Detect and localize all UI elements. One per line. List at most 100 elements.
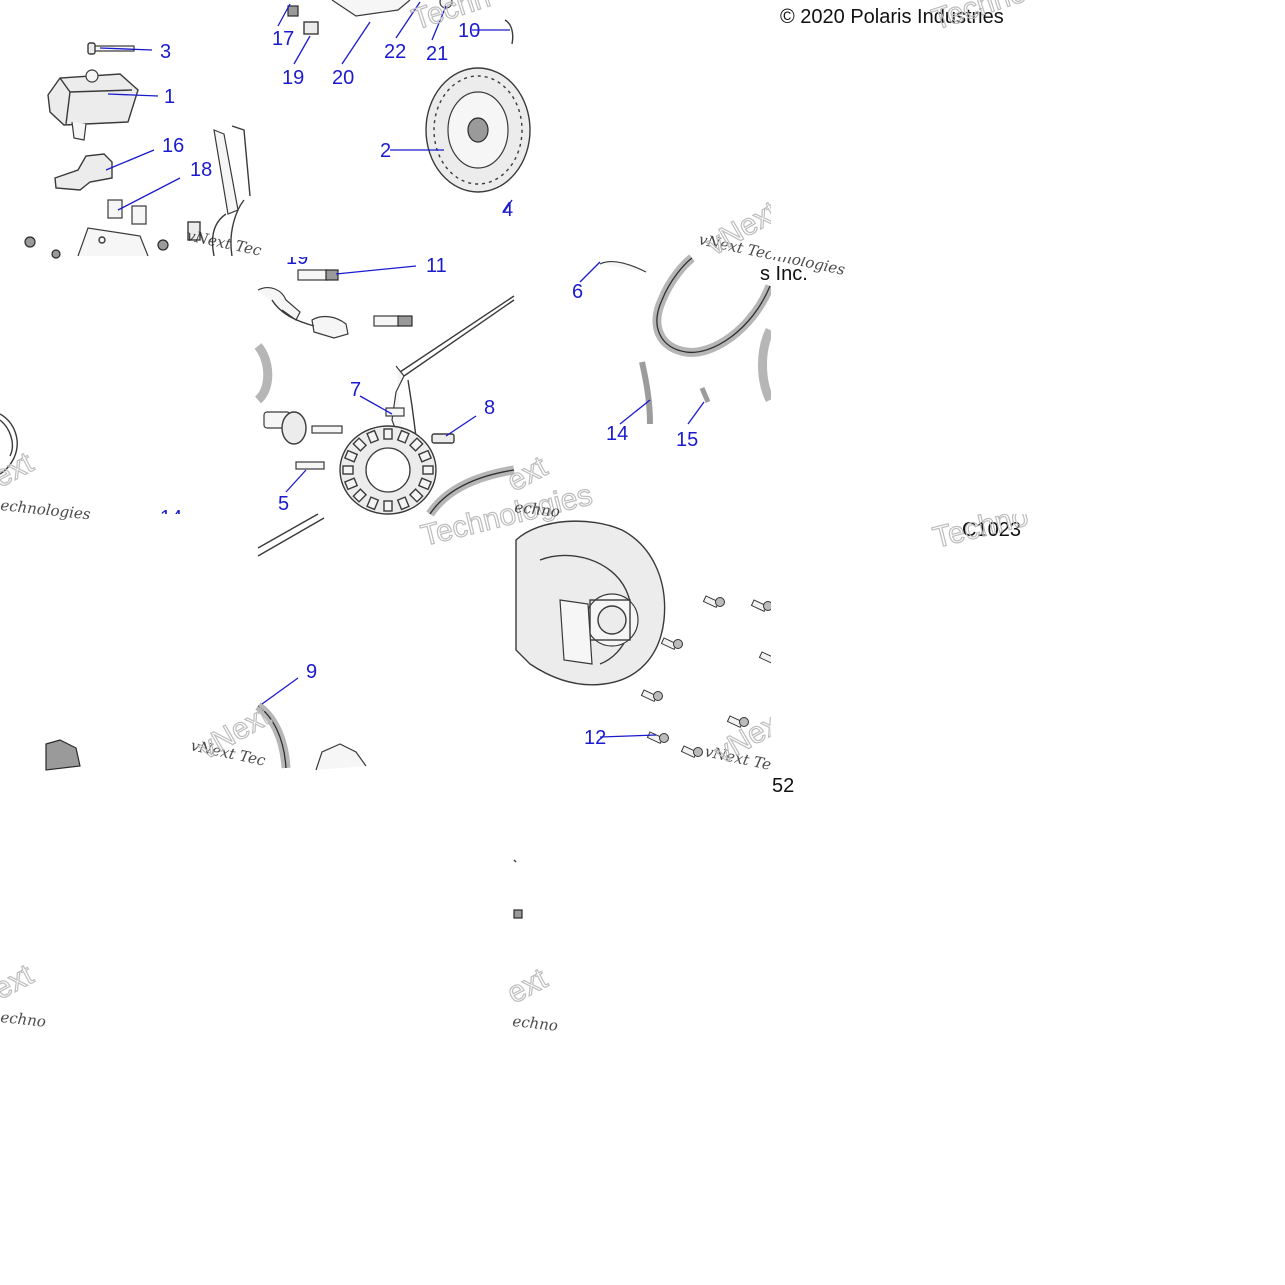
gasket-part xyxy=(652,254,775,357)
callout-leader-line xyxy=(341,21,371,65)
callout-label-21: 21 xyxy=(426,43,448,65)
cover-part xyxy=(331,0,411,17)
hose-part xyxy=(699,387,711,403)
callout-leader-line xyxy=(431,5,447,41)
tile-lower-mid xyxy=(255,513,367,771)
callout-leader-line xyxy=(99,47,153,51)
callout-leader-line xyxy=(293,35,311,65)
callout-label-7: 7 xyxy=(350,379,361,401)
callout-leader-line xyxy=(117,177,181,211)
callout-label-22: 22 xyxy=(384,41,406,63)
hose-part xyxy=(639,361,653,425)
stator-tooth xyxy=(417,477,433,491)
callout-leader-line xyxy=(105,149,155,171)
stator-tooth xyxy=(343,477,359,491)
callout-label-3: 3 xyxy=(160,41,171,63)
bolt-part xyxy=(311,425,343,434)
stator-tooth xyxy=(396,496,410,511)
callout-label-2: 2 xyxy=(380,140,391,162)
plug-cap-part xyxy=(311,315,349,339)
stator-tooth xyxy=(366,429,380,444)
clip-part xyxy=(303,21,319,35)
screw-part xyxy=(385,407,405,417)
tile-flywheel xyxy=(287,0,531,193)
nut-part xyxy=(513,909,523,919)
nut-part xyxy=(157,239,169,251)
callout-label-14: 14 xyxy=(606,423,628,445)
callout-label-19: 19 xyxy=(282,67,304,89)
watermark-text: echno xyxy=(0,1008,47,1031)
callout-leader-line xyxy=(619,399,651,425)
stator-tooth xyxy=(396,429,410,444)
stator-tooth xyxy=(417,449,433,463)
watermark-text: echno xyxy=(514,498,561,521)
callout-label-16: 16 xyxy=(162,135,184,157)
watermark-text: Techn xyxy=(408,0,494,37)
callout-label-1: 1 xyxy=(164,86,175,108)
callout-leader-line xyxy=(579,261,601,283)
callout-leader-line xyxy=(395,1,421,39)
tile-gasket xyxy=(599,254,775,425)
tile-wire-fragment xyxy=(0,413,18,475)
stator-tooth xyxy=(343,449,359,463)
tile-connector xyxy=(45,739,81,771)
housing-part xyxy=(515,520,666,686)
bolt-part xyxy=(660,637,683,651)
stator-tooth xyxy=(352,488,368,503)
nut-part xyxy=(287,5,299,17)
starter-gear-part xyxy=(263,411,307,445)
bolt-part xyxy=(640,689,663,703)
tile-housing xyxy=(515,520,781,759)
callout-leader-line xyxy=(261,677,299,705)
callout-leader-line xyxy=(445,415,477,437)
spark-plug-part xyxy=(297,269,339,281)
stator-tooth xyxy=(342,465,354,475)
watermark-text: echno xyxy=(512,1012,559,1035)
callout-label-4: 4 xyxy=(502,199,513,221)
stator-tooth xyxy=(366,496,380,511)
ignition-coil-part xyxy=(47,69,139,141)
callout-label-12: 12 xyxy=(584,727,606,749)
copyright-fragment-text: s Inc. xyxy=(760,263,808,285)
callout-leader-line xyxy=(687,401,705,425)
callout-label-19b: 19 xyxy=(286,247,308,269)
stator-tooth xyxy=(408,488,424,503)
callout-label-11: 11 xyxy=(426,255,447,277)
copyright-text: © 2020 Polaris Industries xyxy=(780,6,1004,28)
tile-stator xyxy=(254,269,515,517)
callout-label-6: 6 xyxy=(572,281,583,303)
callout-label-5: 5 xyxy=(278,493,289,515)
bolt-part xyxy=(680,745,703,759)
mount-plate-part xyxy=(77,227,149,257)
watermark-text: echnologies xyxy=(0,496,92,523)
bracket-part xyxy=(54,153,113,191)
plug-wire-part xyxy=(187,125,251,257)
callout-label-8: 8 xyxy=(484,397,495,419)
nut-part xyxy=(24,236,36,248)
watermark-text: vNext Tec xyxy=(185,226,264,260)
callout-leader-line xyxy=(335,265,417,275)
bolt-part xyxy=(295,461,325,470)
callout-leader-line xyxy=(277,3,291,27)
stator-tooth xyxy=(383,500,393,512)
callout-label-10: 10 xyxy=(458,20,480,42)
spark-plug-part xyxy=(373,315,413,327)
nut-part xyxy=(51,249,61,259)
callout-label-9: 9 xyxy=(306,661,317,683)
clip-part xyxy=(107,199,123,219)
callout-leader-line xyxy=(599,734,657,738)
tile-ignition-coil xyxy=(24,42,251,259)
watermark-text: ext xyxy=(0,446,39,494)
callout-leader-line xyxy=(503,199,513,213)
bolt-part xyxy=(750,599,773,613)
clip-part xyxy=(131,205,147,225)
callout-label-18: 18 xyxy=(190,159,212,181)
callout-label-20: 20 xyxy=(332,67,354,89)
bolt-part xyxy=(646,731,669,745)
plug-cap-part xyxy=(257,287,301,321)
bracket-part xyxy=(315,743,367,771)
flywheel-part xyxy=(425,67,531,193)
callout-label-15: 15 xyxy=(676,429,698,451)
